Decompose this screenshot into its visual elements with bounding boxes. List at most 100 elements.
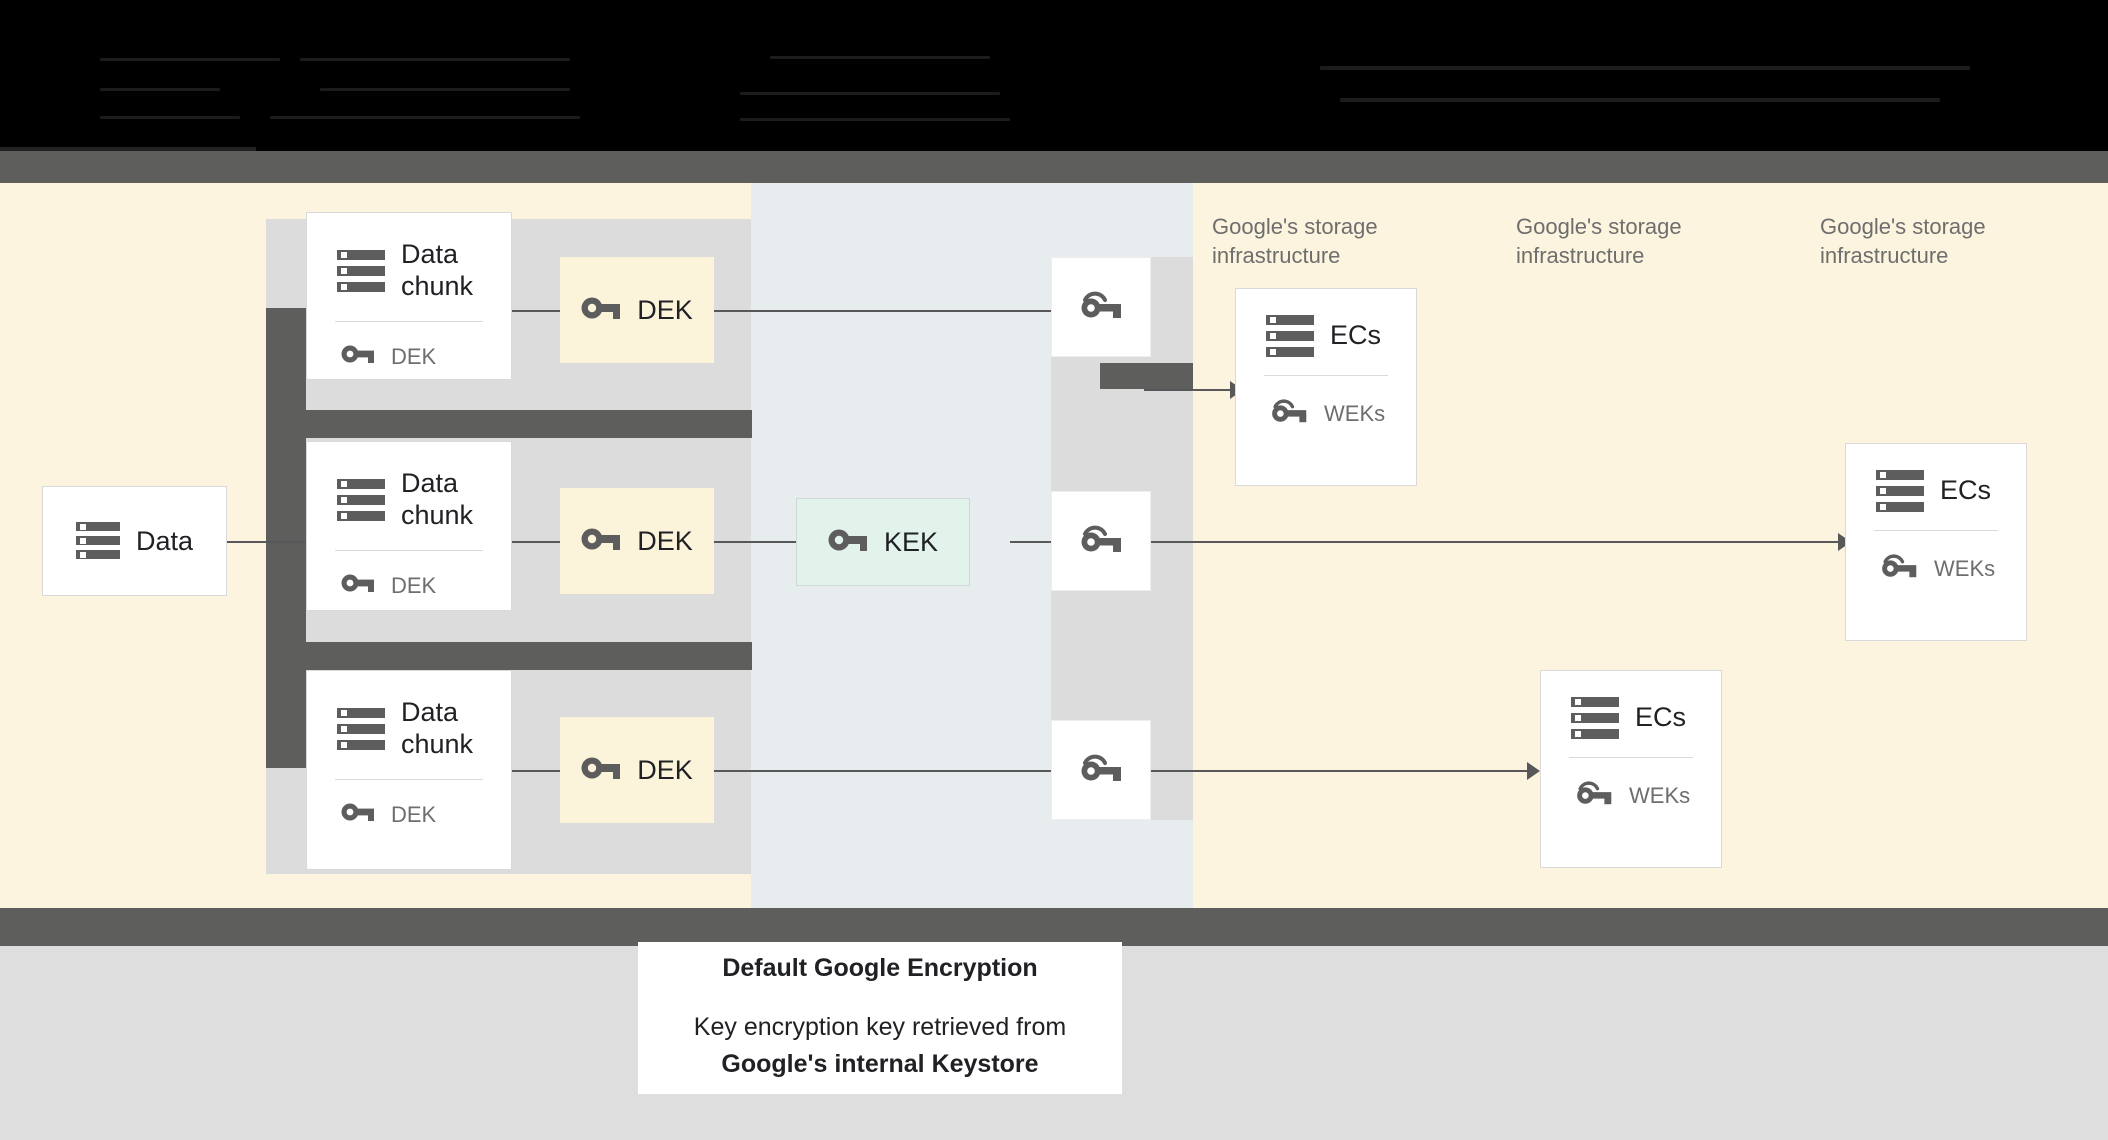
server-icon bbox=[1571, 697, 1619, 739]
chunk-card-footer: DEK bbox=[307, 780, 511, 828]
server-icon bbox=[337, 478, 385, 521]
storage-column-caption: Google's storage infrastructure bbox=[1820, 214, 1986, 268]
data-chunk-card[interactable]: Data chunk DEK bbox=[306, 670, 512, 870]
card-divider bbox=[1569, 757, 1693, 758]
header-obscured-line bbox=[740, 118, 1010, 121]
wrapped-key-box[interactable] bbox=[1051, 720, 1151, 820]
header-obscured-line bbox=[100, 116, 240, 119]
chunk-key-label: DEK bbox=[391, 572, 437, 598]
header-obscured-line bbox=[770, 56, 990, 59]
chunk-key-label: DEK bbox=[391, 343, 437, 369]
wrapped-key-box[interactable] bbox=[1051, 257, 1151, 357]
wrapped-key-icon bbox=[1079, 754, 1123, 787]
server-icon bbox=[75, 522, 120, 560]
server-icon bbox=[1876, 470, 1924, 512]
chunk-card-header: Data chunk bbox=[307, 213, 511, 303]
wrapped-key-icon bbox=[1575, 780, 1613, 811]
data-chunk-card[interactable]: Data chunk DEK bbox=[306, 441, 512, 611]
ec-card-footer: WEKs bbox=[1236, 376, 1416, 429]
ec-key-label: WEKs bbox=[1324, 400, 1386, 426]
wrapped-key-icon bbox=[1079, 525, 1123, 558]
card-divider bbox=[335, 778, 483, 780]
obscured-header-band bbox=[0, 40, 2108, 151]
arrow-to-ec-card-2 bbox=[1151, 541, 1842, 543]
header-obscured-line bbox=[270, 116, 580, 119]
header-obscured-line bbox=[1340, 98, 1940, 102]
key-icon bbox=[581, 296, 621, 325]
caption-title: Default Google Encryption bbox=[722, 954, 1038, 983]
card-divider bbox=[1264, 375, 1388, 376]
key-icon bbox=[341, 802, 375, 827]
chunk-card-footer: DEK bbox=[307, 551, 511, 599]
caption-line-1: Key encryption key retrieved from bbox=[693, 1013, 1067, 1042]
dek-label: DEK bbox=[637, 754, 693, 785]
ec-title: ECs bbox=[1940, 475, 1992, 506]
card-divider bbox=[1874, 530, 1998, 531]
header-obscured-line bbox=[1320, 66, 1970, 70]
connector-dek3-to-wek3 bbox=[714, 770, 1052, 772]
connector-chunk1-to-dek1 bbox=[512, 310, 560, 312]
caption-card: Default Google Encryption Key encryption… bbox=[638, 942, 1122, 1094]
header-obscured-line bbox=[300, 58, 570, 61]
ec-title: ECs bbox=[1635, 702, 1687, 733]
ec-card-header: ECs bbox=[1236, 289, 1416, 357]
connector-kek-to-wek2 bbox=[1010, 541, 1052, 543]
ec-card[interactable]: ECs WEKs bbox=[1845, 443, 2027, 641]
ec-key-label: WEKs bbox=[1629, 782, 1691, 808]
data-source-label: Data bbox=[135, 525, 194, 556]
data-source-box[interactable]: Data bbox=[42, 486, 227, 596]
ec-card-header: ECs bbox=[1846, 444, 2026, 512]
ec-card-footer: WEKs bbox=[1846, 531, 2026, 584]
key-icon bbox=[341, 573, 375, 598]
chunk-key-label: DEK bbox=[391, 801, 437, 827]
server-icon bbox=[337, 707, 385, 750]
bottom-dark-rule bbox=[0, 908, 2108, 946]
ec-card-header: ECs bbox=[1541, 671, 1721, 739]
server-icon bbox=[337, 249, 385, 292]
chunk-title: Data chunk bbox=[401, 697, 474, 759]
arrow-head-icon bbox=[1527, 762, 1540, 780]
chunk-title: Data chunk bbox=[401, 239, 474, 301]
chunk-group-bracket bbox=[266, 308, 306, 768]
dek-label: DEK bbox=[637, 294, 693, 325]
kek-label: KEK bbox=[883, 526, 939, 557]
card-divider bbox=[335, 320, 483, 322]
key-icon bbox=[581, 756, 621, 785]
keystore-column-tail bbox=[751, 880, 1193, 908]
connector-chunk3-to-dek3 bbox=[512, 770, 560, 772]
chunk-card-header: Data chunk bbox=[307, 671, 511, 761]
dek-box[interactable]: DEK bbox=[560, 257, 714, 363]
row-separator-1 bbox=[266, 410, 752, 438]
wrapped-key-icon bbox=[1880, 553, 1918, 584]
ec-card[interactable]: ECs WEKs bbox=[1235, 288, 1417, 486]
connector-data-to-bracket bbox=[227, 541, 312, 543]
ec-title: ECs bbox=[1330, 320, 1382, 351]
kek-box[interactable]: KEK bbox=[796, 498, 970, 586]
arrow-to-ec-card-3 bbox=[1151, 770, 1531, 772]
dek-box[interactable]: DEK bbox=[560, 717, 714, 823]
data-chunk-card[interactable]: Data chunk DEK bbox=[306, 212, 512, 380]
key-icon bbox=[581, 527, 621, 556]
chunk-card-footer: DEK bbox=[307, 322, 511, 370]
ec-key-label: WEKs bbox=[1934, 555, 1996, 581]
arrow-to-ec-card-1 bbox=[1144, 389, 1234, 391]
header-obscured-line bbox=[740, 92, 1000, 95]
storage-column-caption: Google's storage infrastructure bbox=[1212, 214, 1378, 268]
header-obscured-line bbox=[320, 88, 570, 91]
header-obscured-line bbox=[100, 58, 280, 61]
connector-chunk2-to-dek2 bbox=[512, 541, 560, 543]
header-obscured-line bbox=[100, 88, 220, 91]
wrapped-key-icon bbox=[1270, 398, 1308, 429]
dek-label: DEK bbox=[637, 525, 693, 556]
top-rule-left-edge bbox=[0, 147, 256, 153]
wrapped-key-icon bbox=[1079, 291, 1123, 324]
chunk-card-header: Data chunk bbox=[307, 442, 511, 532]
ec-card[interactable]: ECs WEKs bbox=[1540, 670, 1722, 868]
card-divider bbox=[335, 549, 483, 551]
storage-column-caption: Google's storage infrastructure bbox=[1516, 214, 1682, 268]
dek-box[interactable]: DEK bbox=[560, 488, 714, 594]
chunk-title: Data chunk bbox=[401, 468, 474, 530]
wrapped-key-box[interactable] bbox=[1051, 491, 1151, 591]
server-icon bbox=[1266, 315, 1314, 357]
